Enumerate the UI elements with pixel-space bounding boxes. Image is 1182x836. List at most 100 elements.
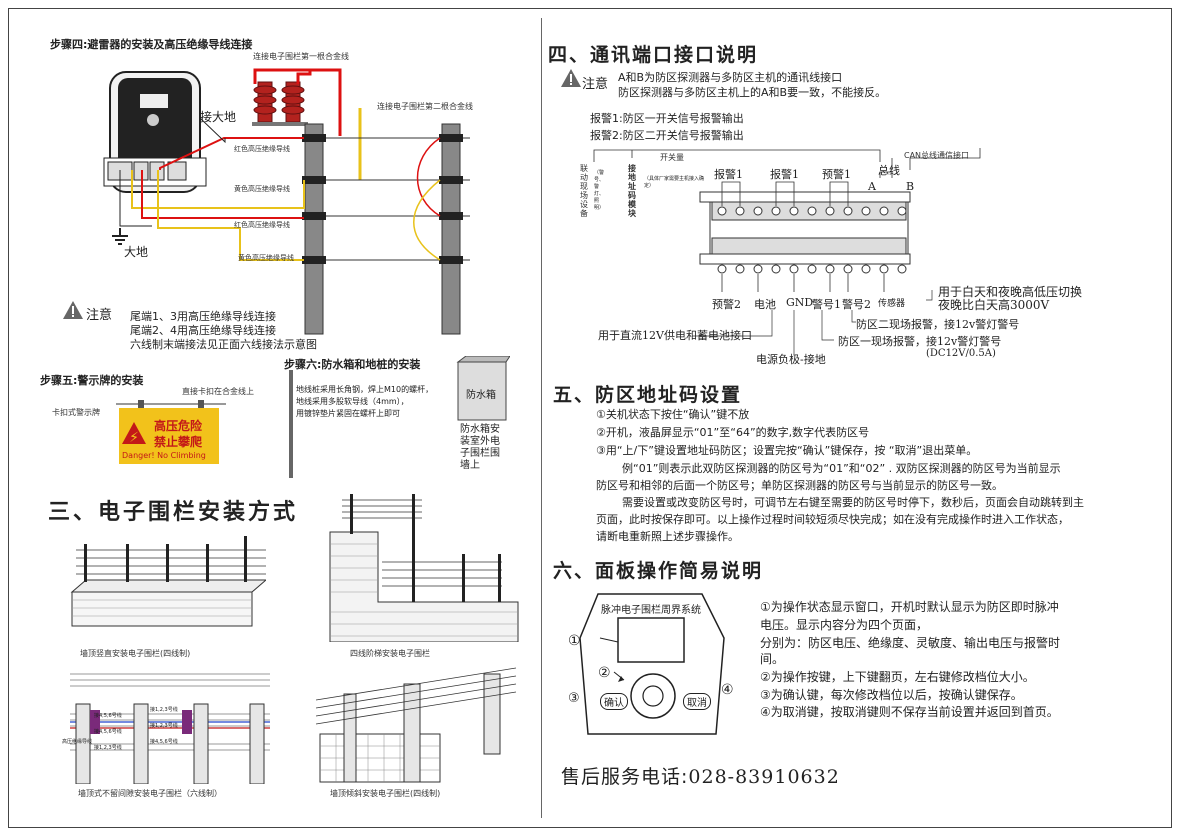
column-divider (541, 18, 542, 818)
step5-title: 步骤五:警示牌的安装 (40, 374, 144, 387)
caption-stepped: 四线阶梯安装电子围栏 (350, 649, 430, 658)
section3-title: 三、电子围栏安装方式 (48, 500, 299, 525)
box-desc-line: 墙上 (460, 460, 480, 471)
warning-icon (561, 69, 581, 87)
sign-line-2: 禁止攀爬 (154, 435, 203, 449)
alarm-line: 报警1:防区一开关信号报警输出 (590, 112, 744, 125)
ground-connect-label: 接大地 (200, 110, 237, 124)
warning-icon (63, 301, 83, 319)
section5-para1-line: 例“01”则表示此双防区探测器的防区号为“01”和“02” . 双防区探测器的防… (622, 462, 1061, 475)
fence-diagram-vertical (70, 536, 266, 627)
section6-line: ④为取消键，按取消键则不保存当前设置并返回到首页。 (760, 705, 1059, 719)
terminal-top-label: 预警1 (822, 168, 851, 181)
step4-note-label: 注意 (86, 308, 113, 323)
ground-stake-graphic (289, 370, 293, 478)
section6-line: ②为操作按键，上下键翻页，左右键修改档位大小。 (760, 670, 1035, 684)
caption-six-wire: 墙顶式不留间隙安装电子围栏（六线制） (78, 789, 222, 798)
section6-title: 六、面板操作简易说明 (553, 560, 764, 582)
sign-type-label: 卡扣式警示牌 (52, 408, 100, 417)
section6-line: 分别为：防区电压、绝缘度、灵敏度、输出电压与报警时 (760, 636, 1061, 650)
section5-line: ②开机，液晶屏显示“01”至“64”的数字,数字代表防区号 (596, 426, 870, 439)
waterproof-box-graphic (456, 356, 510, 421)
section6-line: 间。 (760, 652, 785, 666)
warning-sign-graphic: ⚡ (116, 400, 226, 464)
wire-label-yellow-1: 黄色高压绝缘导线 (234, 185, 290, 193)
left-vertical-label: 联动现场设备 (580, 164, 588, 218)
sensor-note-line: 用于白天和夜晚高低压切换 (938, 285, 1083, 299)
callout-zone2: 防区二现场报警，接12v警灯警号 (856, 318, 1020, 331)
section5-line: ①关机状态下按住“确认”键不放 (596, 408, 750, 421)
earth-label: 大地 (124, 245, 149, 259)
terminal-a-label: A (868, 180, 876, 193)
marker-keys: ② (598, 665, 611, 681)
step6-desc-line: 地线桩采用长角钢，焊上M10的螺杆， (296, 385, 434, 394)
section5-line: ③用“上/下”键设置地址码防区；设置完按“确认”键保存，按 “取消”退出菜单。 (596, 444, 978, 457)
section5-para2-line: 请断电重新照上述步骤操作。 (596, 530, 739, 543)
service-phone-line: 售后服务电话:028-83910632 (561, 762, 840, 789)
section6-line: ①为操作状态显示窗口，开机时默认显示为防区即时脉冲 (760, 600, 1059, 614)
six-wire-label: 接4,5,6号线 (150, 739, 178, 745)
sign-line-1: 高压危险 (154, 419, 203, 433)
six-wire-label: 接1,2,3号线 (150, 723, 178, 729)
six-wire-side-label: 高压绝缘导线 (62, 739, 93, 745)
clip-label: 直接卡扣在合金线上 (182, 387, 254, 396)
section5-para2-line: 页面，此时按保存即可。以上操作过程时间较短须尽快完成；如在没有完成操作时进入工作… (596, 513, 1069, 526)
six-wire-label: 接1,2,3号线 (150, 707, 178, 713)
box-desc-line: 子围栏围 (460, 448, 500, 459)
terminal-bottom-label: 预警2 (712, 298, 741, 311)
callout-power: 用于直流12V供电和蓄电池接口 (598, 329, 752, 342)
fence-diagram-stepped (329, 494, 519, 642)
service-phone: 028-83910632 (688, 766, 840, 788)
section4-note-line: 防区探测器与多防区主机上的A和B要一致，不能接反。 (618, 86, 887, 99)
can-label: CAN总线通信接口 (904, 151, 970, 160)
terminal-bottom-label: GND (786, 296, 814, 309)
terminal-top-label: 总线 (878, 164, 900, 177)
module-small-label: （具体厂家需要主机接入确定） (644, 176, 705, 189)
callout-ground: 电源负极-接地 (756, 353, 826, 366)
step4-note-line: 尾端1、3用高压绝缘导线连接 (130, 310, 276, 323)
step4-diagram (103, 68, 470, 335)
terminal-block-diagram (593, 148, 981, 292)
wire-label-red-1: 红色高压绝缘导线 (234, 145, 290, 153)
step6-desc-line: 用镀锌垫片紧固在螺杆上即可 (296, 409, 400, 418)
step4-title: 步骤四:避雷器的安装及高压绝缘导线连接 (50, 38, 253, 51)
caption-inclined: 墙顶倾斜安装电子围栏(四线制) (330, 789, 441, 798)
sensor-note-line: 夜晚比白天高3000V (938, 298, 1050, 312)
cancel-button[interactable]: 取消 (683, 693, 711, 710)
alarm-line: 报警2:防区二开关信号报警输出 (590, 129, 744, 142)
confirm-button[interactable]: 确认 (600, 693, 628, 710)
module-vertical-label: 接地址码模块 (628, 164, 636, 218)
left-vertical-small: （警号、警灯、照明） (594, 170, 605, 211)
marker-cancel: ④ (721, 682, 734, 698)
six-wire-label: 接4,5,6号线 (94, 713, 122, 719)
terminal-top-label: 报警1 (714, 168, 743, 181)
page-frame (8, 8, 1172, 828)
step6-desc-line: 地线采用多股软导线（4mm）， (296, 397, 409, 406)
terminal-bottom-label: 警号1 (812, 298, 841, 311)
callout-zone1: 防区一现场报警，接12v警灯警号 (838, 335, 1002, 348)
box-label: 防水箱 (466, 390, 496, 401)
panel-title: 脉冲电子围栏周界系统 (601, 605, 701, 616)
step4-note-line: 尾端2、4用高压绝缘导线连接 (130, 324, 276, 337)
six-wire-label: 接4,5,6号线 (94, 729, 122, 735)
wire-label-red-2: 红色高压绝缘导线 (234, 221, 290, 229)
terminal-b-label: B (906, 180, 915, 193)
section5-para2-line: 需要设置或改变防区号时，可调节左右键至需要的防区号时停下，数秒后，页面会自动跳转… (622, 496, 1084, 509)
wire-label-yellow-2: 黄色高压绝缘导线 (238, 254, 294, 262)
fence-diagram-six-wire (70, 673, 270, 784)
switch-label: 开关量 (660, 153, 684, 162)
section4-note-label: 注意 (582, 77, 609, 92)
six-wire-label: 接1,2,3号线 (94, 745, 122, 751)
label-second-wire: 连接电子围栏第二根合金线 (377, 102, 473, 111)
service-label: 售后服务电话: (561, 766, 689, 788)
section6-line: 电压。显示内容分为四个页面， (760, 618, 929, 632)
marker-display: ① (568, 633, 581, 649)
callout-lines (692, 290, 933, 354)
box-desc-line: 装室外电 (460, 436, 500, 447)
step4-note-line: 六线制末端接法见正面六线接法示意图 (130, 338, 317, 351)
terminal-bottom-label: 传感器 (878, 299, 906, 309)
fence-diagram-inclined (316, 667, 517, 783)
section5-title: 五、防区地址码设置 (553, 384, 743, 406)
terminal-bottom-label: 警号2 (842, 298, 871, 311)
box-desc-line: 防水箱安 (460, 424, 500, 435)
